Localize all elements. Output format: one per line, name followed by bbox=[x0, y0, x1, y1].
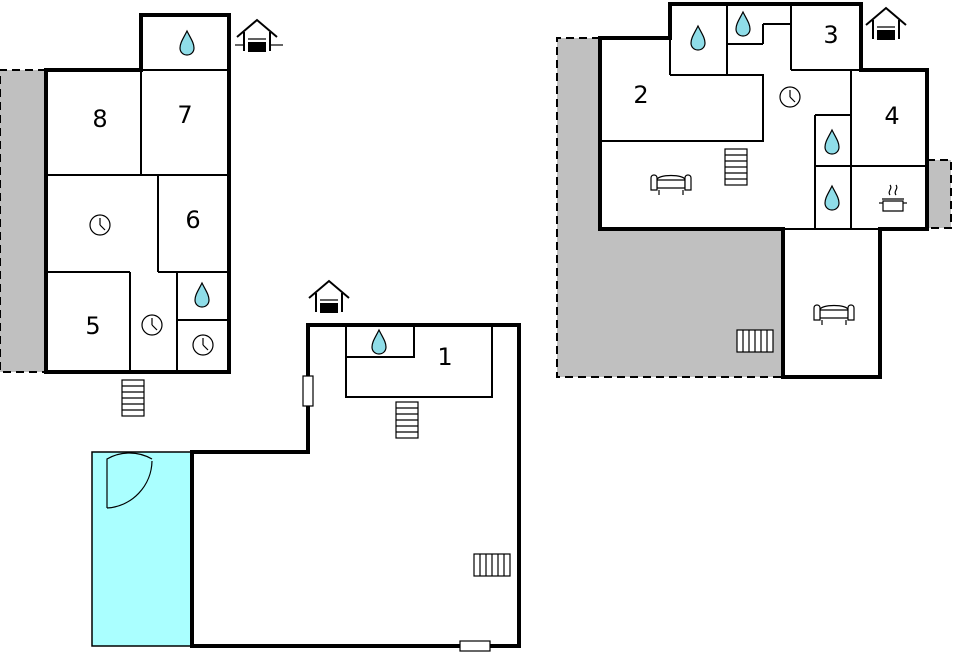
sofa-icon bbox=[650, 174, 692, 196]
clock-icon bbox=[141, 314, 163, 336]
terrace-east bbox=[557, 38, 783, 377]
cooking-pot-icon bbox=[878, 184, 908, 212]
sofa-icon bbox=[813, 304, 855, 326]
water-drop-icon bbox=[735, 11, 751, 37]
wall-west-building bbox=[44, 13, 231, 374]
stairs-icon bbox=[121, 379, 145, 417]
building-east bbox=[556, 2, 952, 379]
clock-icon bbox=[779, 86, 801, 108]
room-2-label: 2 bbox=[633, 81, 648, 109]
terrace-kitchen bbox=[927, 160, 951, 228]
water-drop-icon bbox=[824, 185, 840, 211]
water-drop-icon bbox=[690, 25, 706, 51]
stairs-icon bbox=[395, 401, 419, 439]
wall-south-building bbox=[190, 323, 521, 648]
terrace-west bbox=[0, 70, 46, 372]
building-south bbox=[91, 323, 521, 652]
room-5-label: 5 bbox=[85, 312, 100, 340]
water-drop-icon bbox=[179, 30, 195, 56]
radiator-icon bbox=[473, 553, 511, 577]
house-entrance-icon bbox=[865, 7, 907, 41]
house-entrance-icon bbox=[236, 19, 278, 53]
room-4-label: 4 bbox=[884, 102, 899, 130]
building-west bbox=[0, 13, 231, 374]
clock-icon bbox=[89, 214, 111, 236]
room-7-label: 7 bbox=[177, 101, 192, 129]
water-drop-icon bbox=[371, 329, 387, 355]
room-3-label: 3 bbox=[823, 21, 838, 49]
clock-icon bbox=[192, 334, 214, 356]
radiator-icon bbox=[736, 329, 774, 353]
water-drop-icon bbox=[824, 129, 840, 155]
water-drop-icon bbox=[194, 282, 210, 308]
room-8-label: 8 bbox=[92, 105, 107, 133]
room-1-label: 1 bbox=[437, 343, 452, 371]
stairs-icon bbox=[724, 148, 748, 186]
room-6-label: 6 bbox=[185, 206, 200, 234]
house-entrance-icon bbox=[308, 280, 350, 314]
pool bbox=[91, 451, 193, 647]
